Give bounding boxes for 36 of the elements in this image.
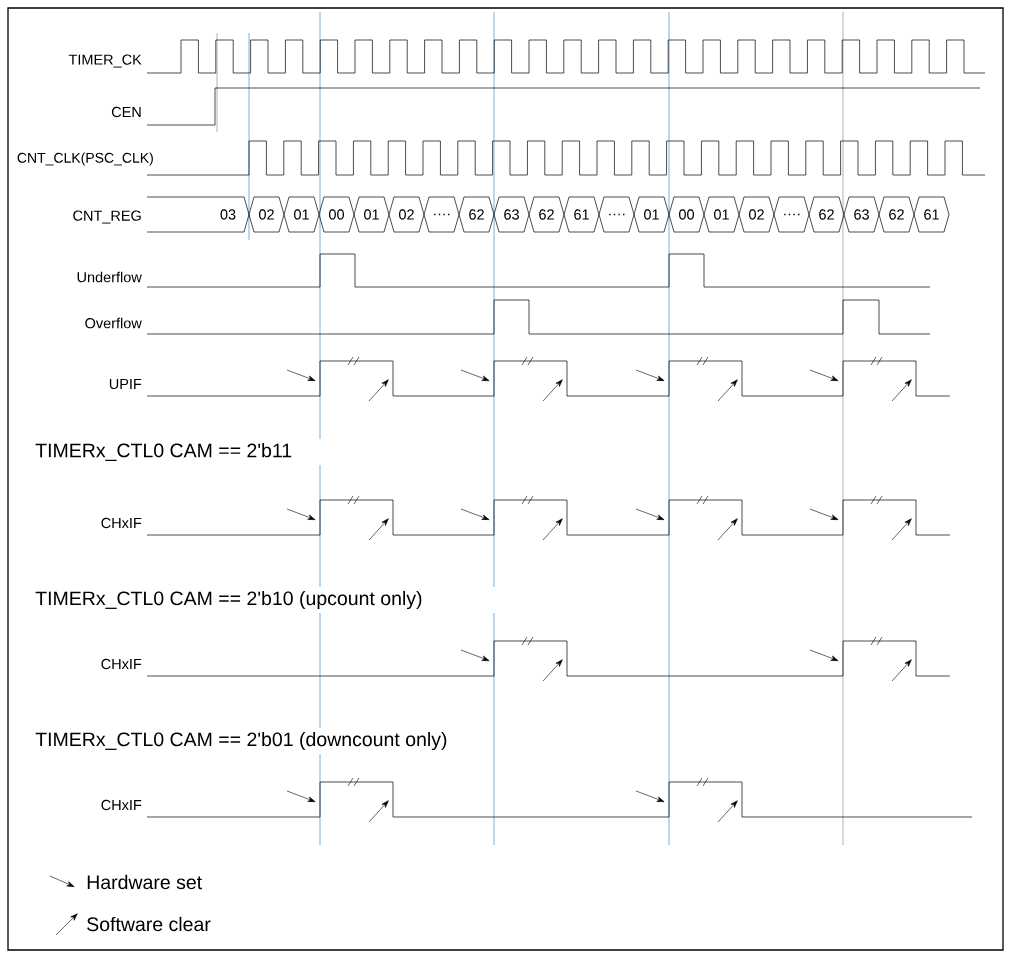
bus-value: 01 — [633, 196, 670, 233]
signal-label: CNT_REG — [73, 210, 141, 224]
mode-heading: TIMERx_CTL0 CAM == 2'b10 (upcount only) — [35, 590, 422, 610]
signal-label: TIMER_CK — [68, 54, 142, 68]
bus-value: 01 — [703, 196, 740, 233]
bus-value: 62 — [528, 196, 565, 233]
bus-value: 63 — [843, 196, 880, 233]
legend-label: Software clear — [87, 916, 211, 932]
signal-label: Overflow — [85, 317, 142, 329]
bus-value: 02 — [388, 196, 425, 233]
bus-value: 63 — [493, 196, 530, 233]
bus-value: …. — [423, 196, 460, 233]
bus-value: 02 — [738, 196, 775, 233]
signal-label: Underflow — [77, 271, 142, 283]
bus-value: …. — [598, 196, 635, 233]
bus-value: 62 — [808, 196, 845, 233]
bus-value: 02 — [248, 196, 285, 233]
legend-label: Hardware set — [87, 874, 202, 890]
bus-value: 00 — [318, 196, 355, 233]
signal-label: CNT_CLK(PSC_CLK) — [17, 152, 153, 166]
bus-value: 62 — [878, 196, 915, 233]
signal-label: CHxIF — [101, 799, 142, 811]
bus-value: 01 — [353, 196, 390, 233]
signal-label: CHxIF — [101, 517, 142, 529]
mode-heading: TIMERx_CTL0 CAM == 2'b11 — [35, 443, 292, 461]
signal-label: UPIF — [109, 378, 142, 390]
bus-value: 61 — [563, 196, 600, 233]
bus-value: 00 — [668, 196, 705, 233]
bus-value: 61 — [913, 196, 950, 233]
bus-value: 62 — [458, 196, 495, 233]
signal-label: CHxIF — [101, 658, 142, 670]
bus-value: …. — [773, 196, 810, 233]
bus-value: 03 — [146, 196, 250, 233]
signal-label: CEN — [111, 106, 141, 118]
bus-value: 01 — [283, 196, 320, 233]
mode-heading: TIMERx_CTL0 CAM == 2'b01 (downcount only) — [35, 731, 447, 751]
